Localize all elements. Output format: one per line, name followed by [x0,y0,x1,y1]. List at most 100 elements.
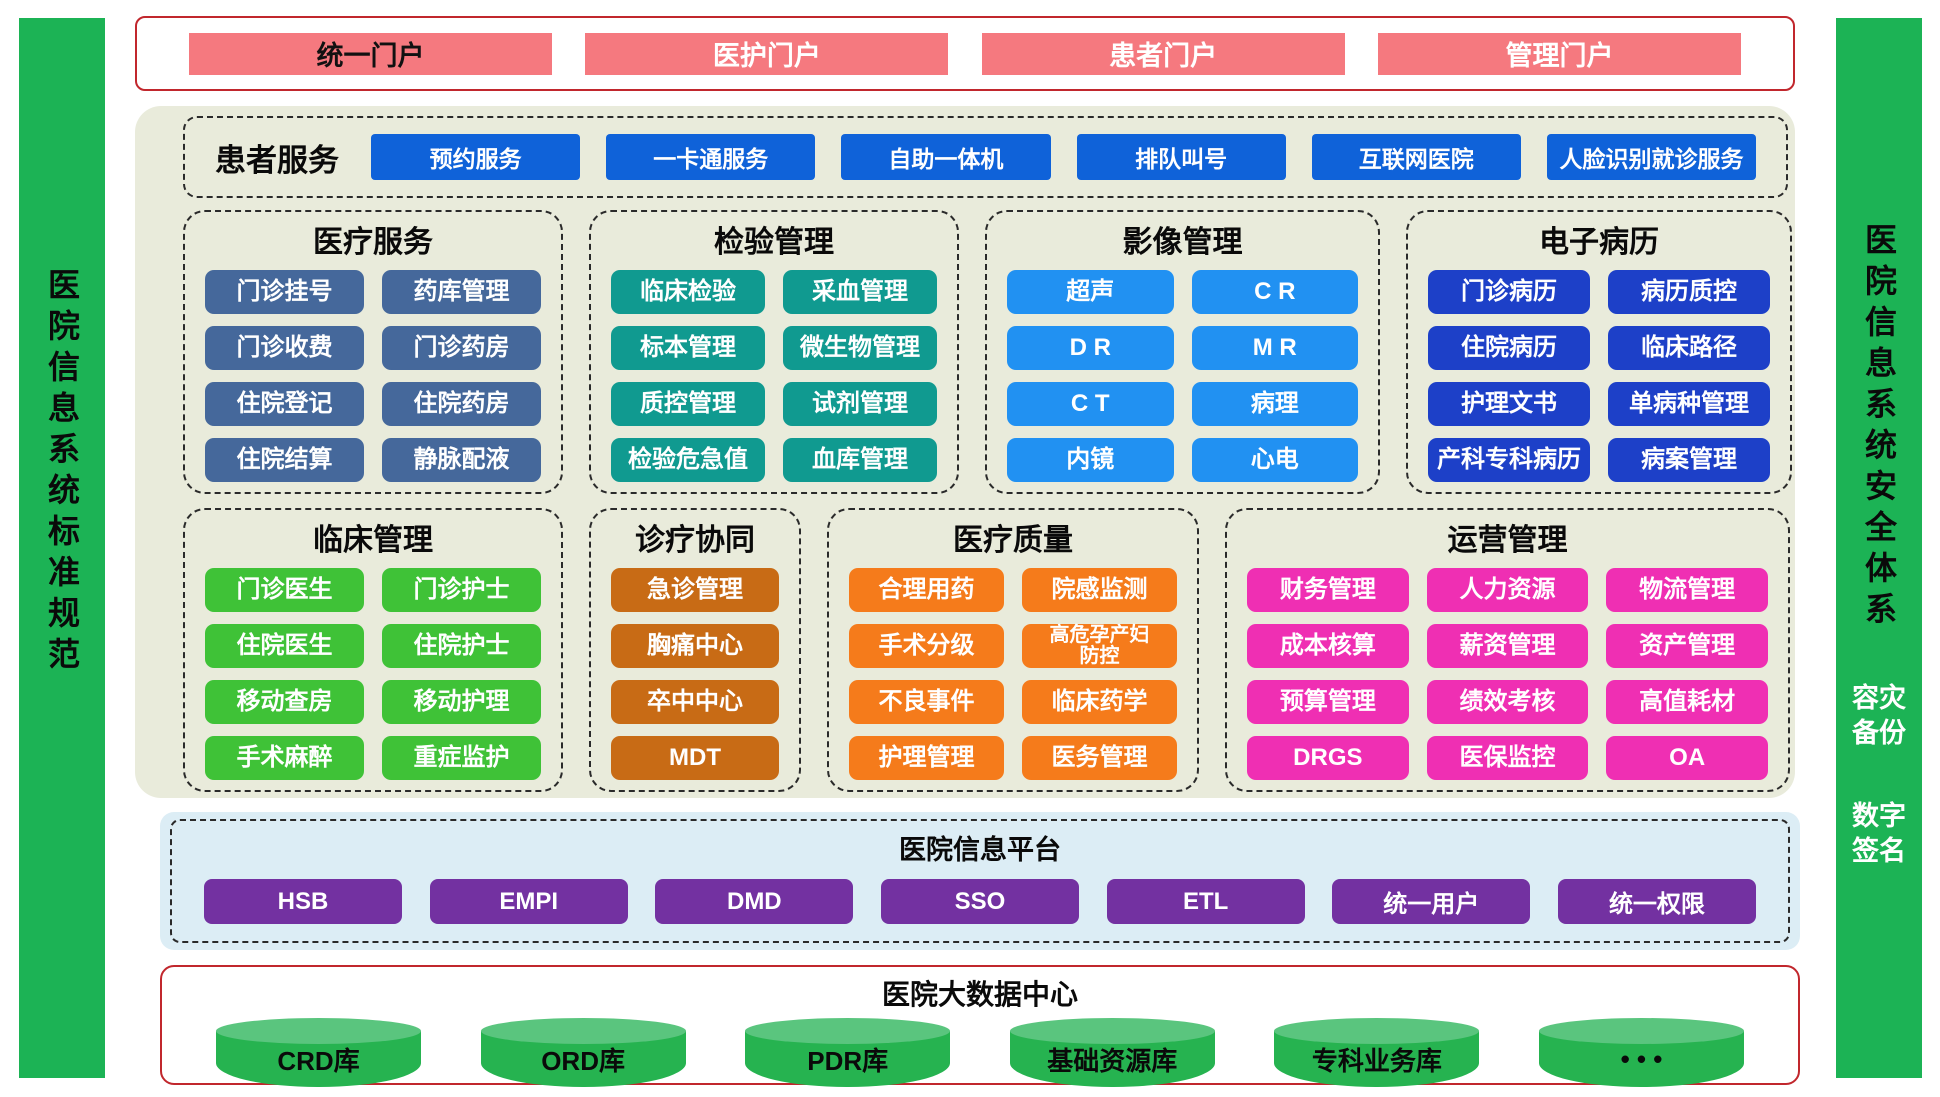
patient-services-panel: 患者服务 预约服务一卡通服务自助一体机排队叫号互联网医院人脸识别就诊服务 [183,116,1788,198]
database-label: CRD库 [277,1045,360,1076]
module-button: 门诊病历 [1428,270,1590,314]
datacenter-panel: 医院大数据中心 CRD库 ORD库 PDR库 基础资源库 专科业务库 • • • [160,965,1800,1087]
module-button: 移动护理 [382,680,541,724]
database-label: 基础资源库 [1047,1045,1178,1076]
module-button: 胸痛中心 [611,624,779,668]
right-sidebar-item-digital-signature: 数字 签名 [1852,801,1906,867]
module-button: 高值耗材 [1606,680,1768,724]
module-button: 质控管理 [611,382,765,426]
platform-button: ETL [1106,879,1305,924]
portal-admin: 管理门户 [1377,32,1741,75]
platform-title: 医院信息平台 [899,835,1061,865]
module-button: 微生物管理 [783,326,937,370]
service-button: 人脸识别就诊服务 [1546,134,1757,180]
module-button: 住院病历 [1428,326,1590,370]
module-button: 重症监护 [382,736,541,780]
group-title: 诊疗协同 [635,524,755,557]
module-button: 标本管理 [611,326,765,370]
application-panel: 患者服务 预约服务一卡通服务自助一体机排队叫号互联网医院人脸识别就诊服务 医疗服… [135,106,1795,798]
module-button: 门诊挂号 [205,270,364,314]
module-button: 单病种管理 [1608,382,1770,426]
group-clinical-management: 临床管理 门诊医生门诊护士住院医生住院护士移动查房移动护理手术麻醉重症监护 [183,508,563,792]
module-button: 内镜 [1007,438,1174,482]
module-button: D R [1007,326,1174,370]
database-cylinder: CRD库 [216,1018,421,1087]
group-title: 影像管理 [1122,226,1243,259]
module-button: M R [1191,326,1358,370]
module-button: 病理 [1191,382,1358,426]
service-button: 预约服务 [371,134,581,180]
service-button: 互联网医院 [1311,134,1521,180]
group-title: 检验管理 [714,226,834,259]
module-button: 产科专科病历 [1428,438,1590,482]
module-button: 不良事件 [849,680,1004,724]
module-button: 高危孕产妇 防控 [1022,624,1177,668]
module-button: 检验危急值 [611,438,765,482]
module-button: 住院药房 [382,382,541,426]
module-button: 手术麻醉 [205,736,364,780]
left-sidebar: 医院信息系统标准规范 [19,18,105,1078]
group-lab-management: 检验管理 临床检验采血管理标本管理微生物管理质控管理试剂管理检验危急值血库管理 [589,210,959,494]
module-button: 药库管理 [382,270,541,314]
database-label: PDR库 [807,1045,889,1076]
right-sidebar-item-disaster-backup: 容灾 备份 [1852,683,1906,749]
platform-button: 统一权限 [1557,879,1756,924]
module-button: C T [1007,382,1174,426]
database-label: • • • [1620,1043,1663,1074]
portal-bar: 统一门户 医护门户 患者门户 管理门户 [135,16,1795,91]
module-button: 护理文书 [1428,382,1590,426]
module-button: 门诊收费 [205,326,364,370]
group-title: 电子病历 [1539,226,1659,259]
platform-button: DMD [655,879,854,924]
database-label: 专科业务库 [1311,1045,1442,1076]
module-button: 住院结算 [205,438,364,482]
module-button: 医保监控 [1426,736,1589,780]
module-button: 合理用药 [849,568,1004,612]
module-button: 医务管理 [1022,736,1177,780]
module-button: 薪资管理 [1426,624,1589,668]
module-button: 血库管理 [783,438,937,482]
module-button: 临床检验 [611,270,765,314]
database-cylinder: 基础资源库 [1009,1018,1215,1087]
group-medical-quality: 医疗质量 合理用药院感监测手术分级高危孕产妇 防控不良事件临床药学护理管理医务管… [827,508,1199,792]
module-button: 住院医生 [205,624,364,668]
module-button: 预算管理 [1247,680,1409,724]
group-title: 运营管理 [1447,524,1568,557]
group-title: 医疗质量 [953,524,1073,557]
module-button: DRGS [1247,736,1409,780]
group-operations-management: 运营管理 财务管理人力资源物流管理成本核算薪资管理资产管理预算管理绩效考核高值耗… [1225,508,1790,792]
module-button: 病案管理 [1608,438,1770,482]
database-label: ORD库 [541,1045,625,1076]
datacenter-title: 医院大数据中心 [881,979,1078,1010]
module-button: C R [1191,270,1358,314]
module-button: 手术分级 [849,624,1004,668]
group-row-bottom: 临床管理 门诊医生门诊护士住院医生住院护士移动查房移动护理手术麻醉重症监护 诊疗… [183,508,1790,792]
module-button: 人力资源 [1426,568,1589,612]
module-button: 临床药学 [1022,680,1177,724]
platform-button: HSB [204,879,402,924]
database-cylinder: 专科业务库 [1274,1018,1480,1087]
module-button: 卒中中心 [611,680,779,724]
module-button: 住院登记 [205,382,364,426]
right-sidebar: 医院信息系统安全体系 容灾 备份 数字 签名 [1836,18,1922,1078]
module-button: 病历质控 [1608,270,1770,314]
module-button: 资产管理 [1606,624,1768,668]
group-title: 医疗服务 [313,226,433,259]
group-row-top: 医疗服务 门诊挂号药库管理门诊收费门诊药房住院登记住院药房住院结算静脉配液 检验… [183,210,1792,494]
portal-patient: 患者门户 [981,32,1345,75]
module-button: 门诊药房 [382,326,541,370]
platform-button: 统一用户 [1332,879,1531,924]
module-button: 成本核算 [1247,624,1409,668]
module-button: 移动查房 [205,680,364,724]
module-button: 门诊护士 [382,568,541,612]
module-button: 护理管理 [849,736,1004,780]
module-button: 采血管理 [783,270,937,314]
module-button: 财务管理 [1247,568,1409,612]
platform-button: EMPI [429,879,628,924]
module-button: 绩效考核 [1426,680,1589,724]
service-button: 一卡通服务 [606,134,816,180]
portal-unified: 统一门户 [189,32,552,75]
module-button: 临床路径 [1608,326,1770,370]
